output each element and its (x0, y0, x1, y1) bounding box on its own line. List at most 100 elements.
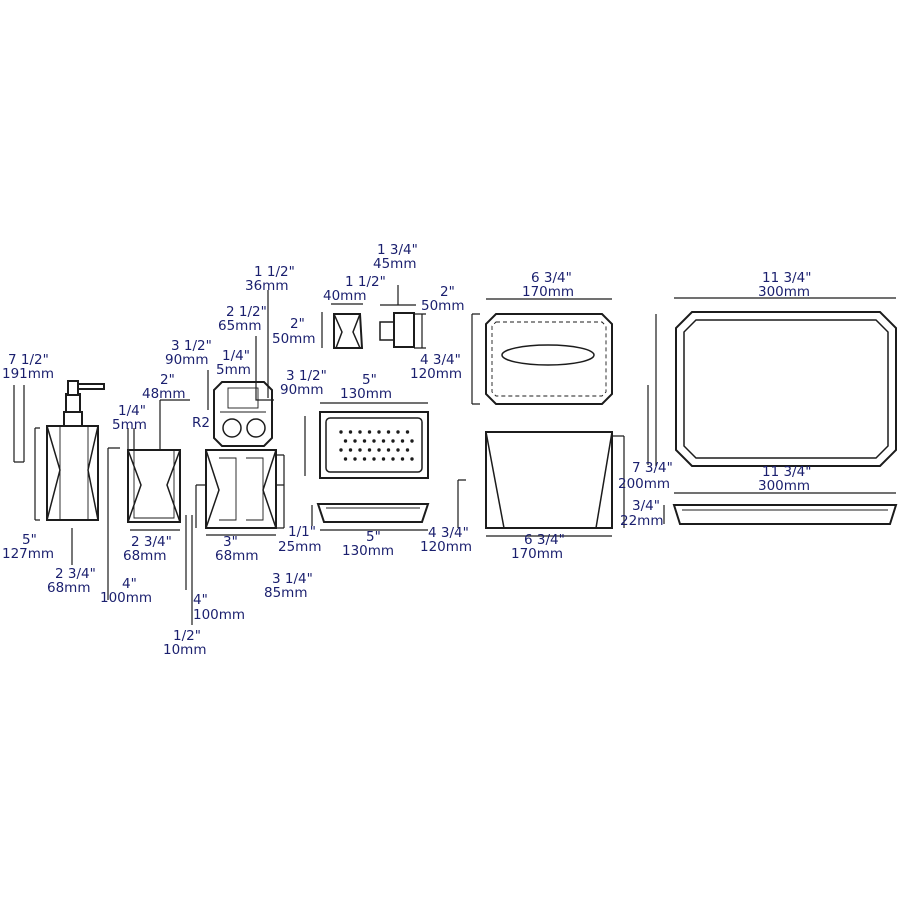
hook-width-in: 1 3/4" (377, 242, 418, 258)
tumbler-group: 2" 48mm 1/4" 5mm 2 3/4" 68mm 4" 100mm 4"… (100, 372, 245, 658)
tissue-box-height-in: 4 3/4" (428, 525, 469, 541)
soap-dish-top-view (319, 411, 429, 479)
drain-hole (410, 439, 414, 443)
drain-hole (405, 430, 410, 434)
tumbler-inner-in: 2" (160, 372, 175, 388)
tissue-box-front-width-in: 6 3/4" (524, 532, 565, 548)
drain-hole (396, 448, 400, 452)
tumbler-width-in: 2 3/4" (131, 534, 172, 550)
cotton-jar-width-mm: 40mm (323, 288, 366, 304)
tumbler-body (127, 449, 181, 523)
drain-hole (353, 457, 357, 461)
drain-hole (396, 430, 400, 434)
drain-hole (367, 448, 372, 452)
toothbrush-holder-front-width-mm: 68mm (215, 548, 258, 564)
drain-hole (391, 457, 395, 461)
hook-group: 1 3/4" 45mm 2" 50mm (373, 242, 464, 349)
soap-dispenser-width-in: 2 3/4" (55, 566, 96, 582)
toothbrush-holder-depth-mm: 90mm (165, 352, 208, 368)
toothbrush-holder-wall-in: 1/4" (222, 348, 250, 364)
tissue-box-group: 6 3/4" 170mm 4 3/4" 120mm 4 3/4" 120mm 6… (410, 270, 625, 562)
tray-depth-mm: 200mm (618, 476, 670, 492)
drain-hole (405, 448, 410, 452)
cotton-jar-height-in: 2" (290, 316, 305, 332)
soap-dish-side-width-mm: 130mm (342, 543, 394, 559)
drain-hole (362, 457, 367, 461)
soap-dispenser-height-in: 7 1/2" (8, 352, 49, 368)
drain-hole (381, 439, 386, 443)
soap-dish-group: 5" 130mm 3 1/2" 90mm 1/1" 25mm 5" 130mm (278, 368, 430, 559)
toothbrush-holder-front-view (205, 449, 277, 529)
tray-side-width-mm: 300mm (758, 478, 810, 494)
tumbler-height2-in: 4" (193, 592, 208, 608)
tray-group: 11 3/4" 300mm 7 3/4" 200mm 11 3/4" 300mm… (618, 270, 898, 529)
drain-hole (348, 448, 353, 452)
soap-dispenser-width-mm: 68mm (47, 580, 90, 596)
tumbler-width-mm: 68mm (123, 548, 166, 564)
tumbler-base-mm: 10mm (163, 642, 206, 658)
tumbler-height-mm: 100mm (100, 590, 152, 606)
drain-hole (400, 457, 405, 461)
drain-hole (386, 448, 391, 452)
toothbrush-holder-radius: R2 (192, 415, 210, 431)
tissue-box-depth-mm: 120mm (410, 366, 462, 382)
drain-hole (391, 439, 395, 443)
soap-dish-width-in: 5" (362, 372, 377, 388)
hook-width-mm: 45mm (373, 256, 416, 272)
drain-hole (372, 439, 376, 443)
toothbrush-holder-front-width-in: 3" (223, 534, 238, 550)
soap-dish-width-mm: 130mm (340, 386, 392, 402)
tray-depth-in: 7 3/4" (632, 460, 673, 476)
tray-width-mm: 300mm (758, 284, 810, 300)
drain-hole (343, 439, 348, 443)
drain-hole (381, 457, 386, 461)
drain-hole (367, 430, 372, 434)
cotton-jar-width-in: 1 1/2" (345, 274, 386, 290)
toothbrush-holder-width-in: 2 1/2" (226, 304, 267, 320)
drain-hole (339, 448, 343, 452)
soap-dish-side-view (316, 503, 430, 523)
cotton-jar-group: 1 1/2" 40mm 2" 50mm (272, 274, 386, 349)
toothbrush-holder-top-view (213, 381, 273, 447)
tray-side-view (672, 504, 898, 525)
soap-dish-height-in: 1/1" (288, 524, 316, 540)
drain-hole (410, 457, 414, 461)
drain-hole (400, 439, 405, 443)
tray-side-width-in: 11 3/4" (762, 464, 811, 480)
drain-hole (353, 439, 357, 443)
tumbler-base-in: 1/2" (173, 628, 201, 644)
cotton-jar-body (333, 313, 364, 349)
drain-hole (339, 430, 343, 434)
toothbrush-holder-width-mm: 65mm (218, 318, 261, 334)
soap-dish-drain-holes (339, 430, 414, 461)
soap-dispenser-body (46, 425, 99, 521)
drain-hole (377, 430, 381, 434)
soap-dispenser-height-mm: 191mm (2, 366, 54, 382)
tray-top-view (675, 311, 897, 467)
tissue-box-height-mm: 120mm (420, 539, 472, 555)
tissue-box-depth-in: 4 3/4" (420, 352, 461, 368)
soap-dispenser-pump (63, 380, 105, 427)
drain-hole (372, 457, 376, 461)
tissue-box-width-in: 6 3/4" (531, 270, 572, 286)
soap-dispenser-body-in: 5" (22, 532, 37, 548)
tumbler-height2-mm: 100mm (193, 607, 245, 623)
soap-dispenser-body-mm: 127mm (2, 546, 54, 562)
tray-height-in: 3/4" (632, 498, 660, 514)
toothbrush-holder-height-in: 3 1/4" (272, 571, 313, 587)
tissue-box-front-view (485, 431, 613, 529)
tumbler-wall-mm: 5mm (112, 417, 147, 433)
toothbrush-holder-hole-mm: 36mm (245, 278, 288, 294)
tray-height-mm: 22mm (620, 513, 663, 529)
drain-hole (358, 430, 362, 434)
drain-hole (377, 448, 381, 452)
hook-height-in: 2" (440, 284, 455, 300)
soap-dish-depth-mm: 90mm (280, 382, 323, 398)
toothbrush-holder-depth-in: 3 1/2" (171, 338, 212, 354)
toothbrush-holder-group: 3 1/2" 90mm 1/4" 5mm 2 1/2" 65mm 1 1/2" … (165, 264, 313, 601)
hook-body (393, 312, 415, 348)
soap-dish-height-mm: 25mm (278, 539, 321, 555)
hook-height-mm: 50mm (421, 298, 464, 314)
tissue-box-top-view (485, 313, 613, 405)
